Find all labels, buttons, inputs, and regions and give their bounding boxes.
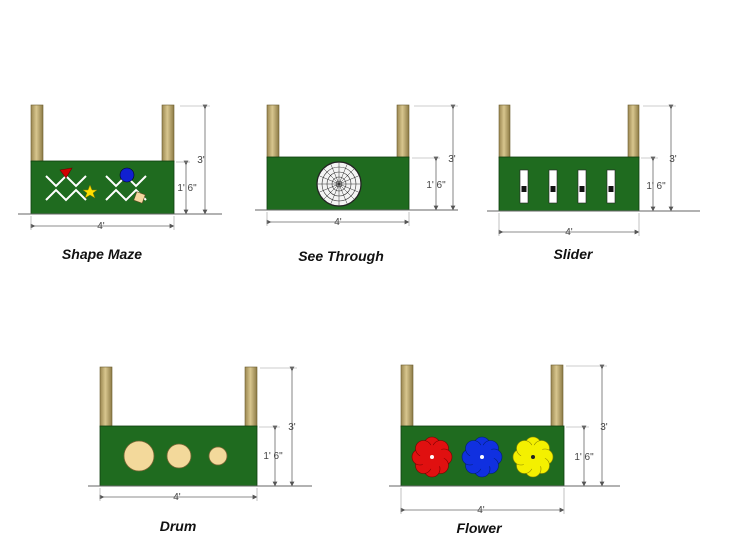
label-height-total: 3' <box>197 155 205 166</box>
label-height-panel: 1' 6" <box>646 181 666 192</box>
slider-slot <box>519 169 529 204</box>
flower-blue <box>461 436 503 478</box>
right-post <box>627 104 640 159</box>
caption-drum: Drum <box>159 518 197 534</box>
right-post <box>244 366 258 428</box>
caption-shape-maze: Shape Maze <box>61 246 143 262</box>
yellow-star-shape <box>82 184 98 199</box>
drum-small <box>208 446 228 466</box>
label-height-panel: 1' 6" <box>574 452 594 463</box>
label-width: 4' <box>565 227 573 238</box>
tan-square-shape <box>133 191 146 204</box>
caption-flower: Flower <box>456 520 502 536</box>
panel-flower: 3' 1' 6" 4' <box>389 364 620 516</box>
slider-slot <box>577 169 587 204</box>
label-width: 4' <box>477 505 485 516</box>
flower-red <box>411 436 453 478</box>
slider-slot <box>606 169 616 204</box>
label-width: 4' <box>334 217 342 228</box>
panel-slider: 3' 1' 6" 4' <box>487 104 700 238</box>
red-triangle-shape <box>59 167 73 179</box>
left-post <box>498 104 511 159</box>
see-through-window <box>316 161 362 207</box>
left-post <box>266 104 280 159</box>
left-post <box>99 366 113 428</box>
left-post <box>400 364 414 428</box>
maze-track <box>45 188 87 202</box>
panel-shape-maze: 3' 1' 6" 4' <box>18 104 222 232</box>
label-width: 4' <box>97 221 105 232</box>
caption-see-through: See Through <box>298 248 384 264</box>
slider-slot <box>548 169 558 204</box>
drum-large <box>123 440 155 472</box>
label-height-panel: 1' 6" <box>263 451 283 462</box>
right-post <box>161 104 175 163</box>
panel-see-through: 3' 1' 6" 4' <box>255 104 458 228</box>
panel-drum: 3' 1' 6" 4' <box>88 366 312 503</box>
left-post <box>30 104 44 163</box>
green-panel <box>30 160 175 215</box>
blue-circle-shape <box>119 167 135 183</box>
label-width: 4' <box>173 492 181 503</box>
drum-medium <box>166 443 192 469</box>
label-height-total: 3' <box>669 154 677 165</box>
caption-slider: Slider <box>553 246 593 262</box>
label-height-total: 3' <box>288 422 296 433</box>
label-height-total: 3' <box>448 154 456 165</box>
label-height-panel: 1' 6" <box>426 180 446 191</box>
right-post <box>550 364 564 428</box>
label-height-panel: 1' 6" <box>177 183 197 194</box>
label-height-total: 3' <box>600 422 608 433</box>
flower-yellow <box>512 436 554 478</box>
right-post <box>396 104 410 159</box>
